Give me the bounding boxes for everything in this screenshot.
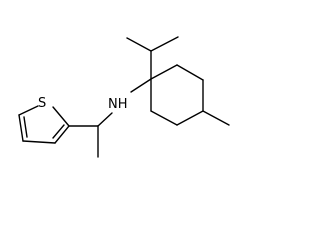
ring-bond-c2-c3	[176, 64, 204, 81]
bond-ring-to-nh	[130, 78, 152, 93]
bond-ring-methyl	[202, 110, 230, 126]
nitrogen-atom-label: NH	[108, 97, 128, 112]
ring-bond-c4-c5	[176, 110, 204, 126]
thiophene-double-bond-c3-c2	[52, 124, 65, 139]
thiophene-double-bond-c5-c4	[23, 116, 28, 138]
thiophene-bond-c5-c4	[18, 114, 24, 142]
thiophene-bond-s-c5	[18, 105, 39, 116]
thiophene-bond-c2-s	[52, 106, 70, 127]
sulfur-atom-label: S	[38, 96, 46, 111]
thiophene-bond-c4-c3	[22, 140, 56, 144]
cyclohexane-ring	[150, 64, 204, 126]
ring-bond-c1-c2	[150, 64, 178, 80]
bond-isopropyl-right-methyl	[150, 36, 179, 52]
thiophene-ring: S	[18, 96, 70, 144]
thiophene-bond-c3-c2	[54, 125, 70, 144]
molecule-structure: NH S	[18, 36, 230, 158]
ring-bond-c5-c6	[150, 110, 178, 126]
bond-nh-to-ch	[97, 112, 113, 127]
bond-isopropyl-left-methyl	[126, 37, 152, 52]
isopropyl-group	[126, 36, 179, 80]
